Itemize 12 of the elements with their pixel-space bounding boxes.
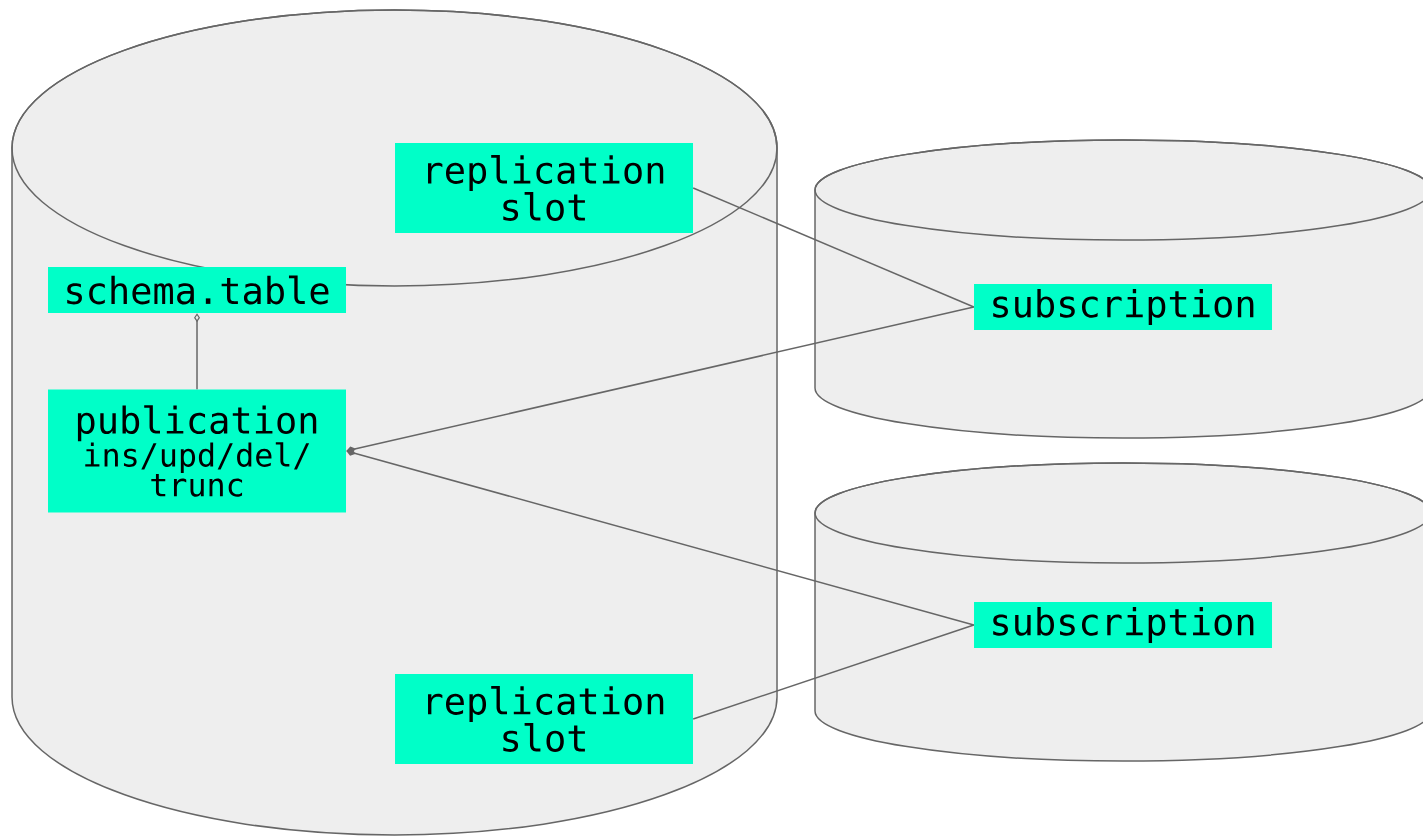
label-box: replication slot	[395, 674, 693, 764]
database-cylinder	[814, 462, 1423, 762]
connector-line	[692, 624, 975, 720]
label-box: publication ins/upd/del/ trunc	[48, 389, 346, 513]
label-box: subscription	[974, 284, 1272, 330]
connector-line	[346, 306, 975, 454]
connector-line	[194, 313, 200, 391]
label-box: subscription	[974, 602, 1272, 648]
database-cylinder	[814, 139, 1423, 439]
connector-line	[692, 187, 975, 308]
label-box: replication slot	[395, 143, 693, 233]
label-box: schema.table	[48, 267, 346, 313]
